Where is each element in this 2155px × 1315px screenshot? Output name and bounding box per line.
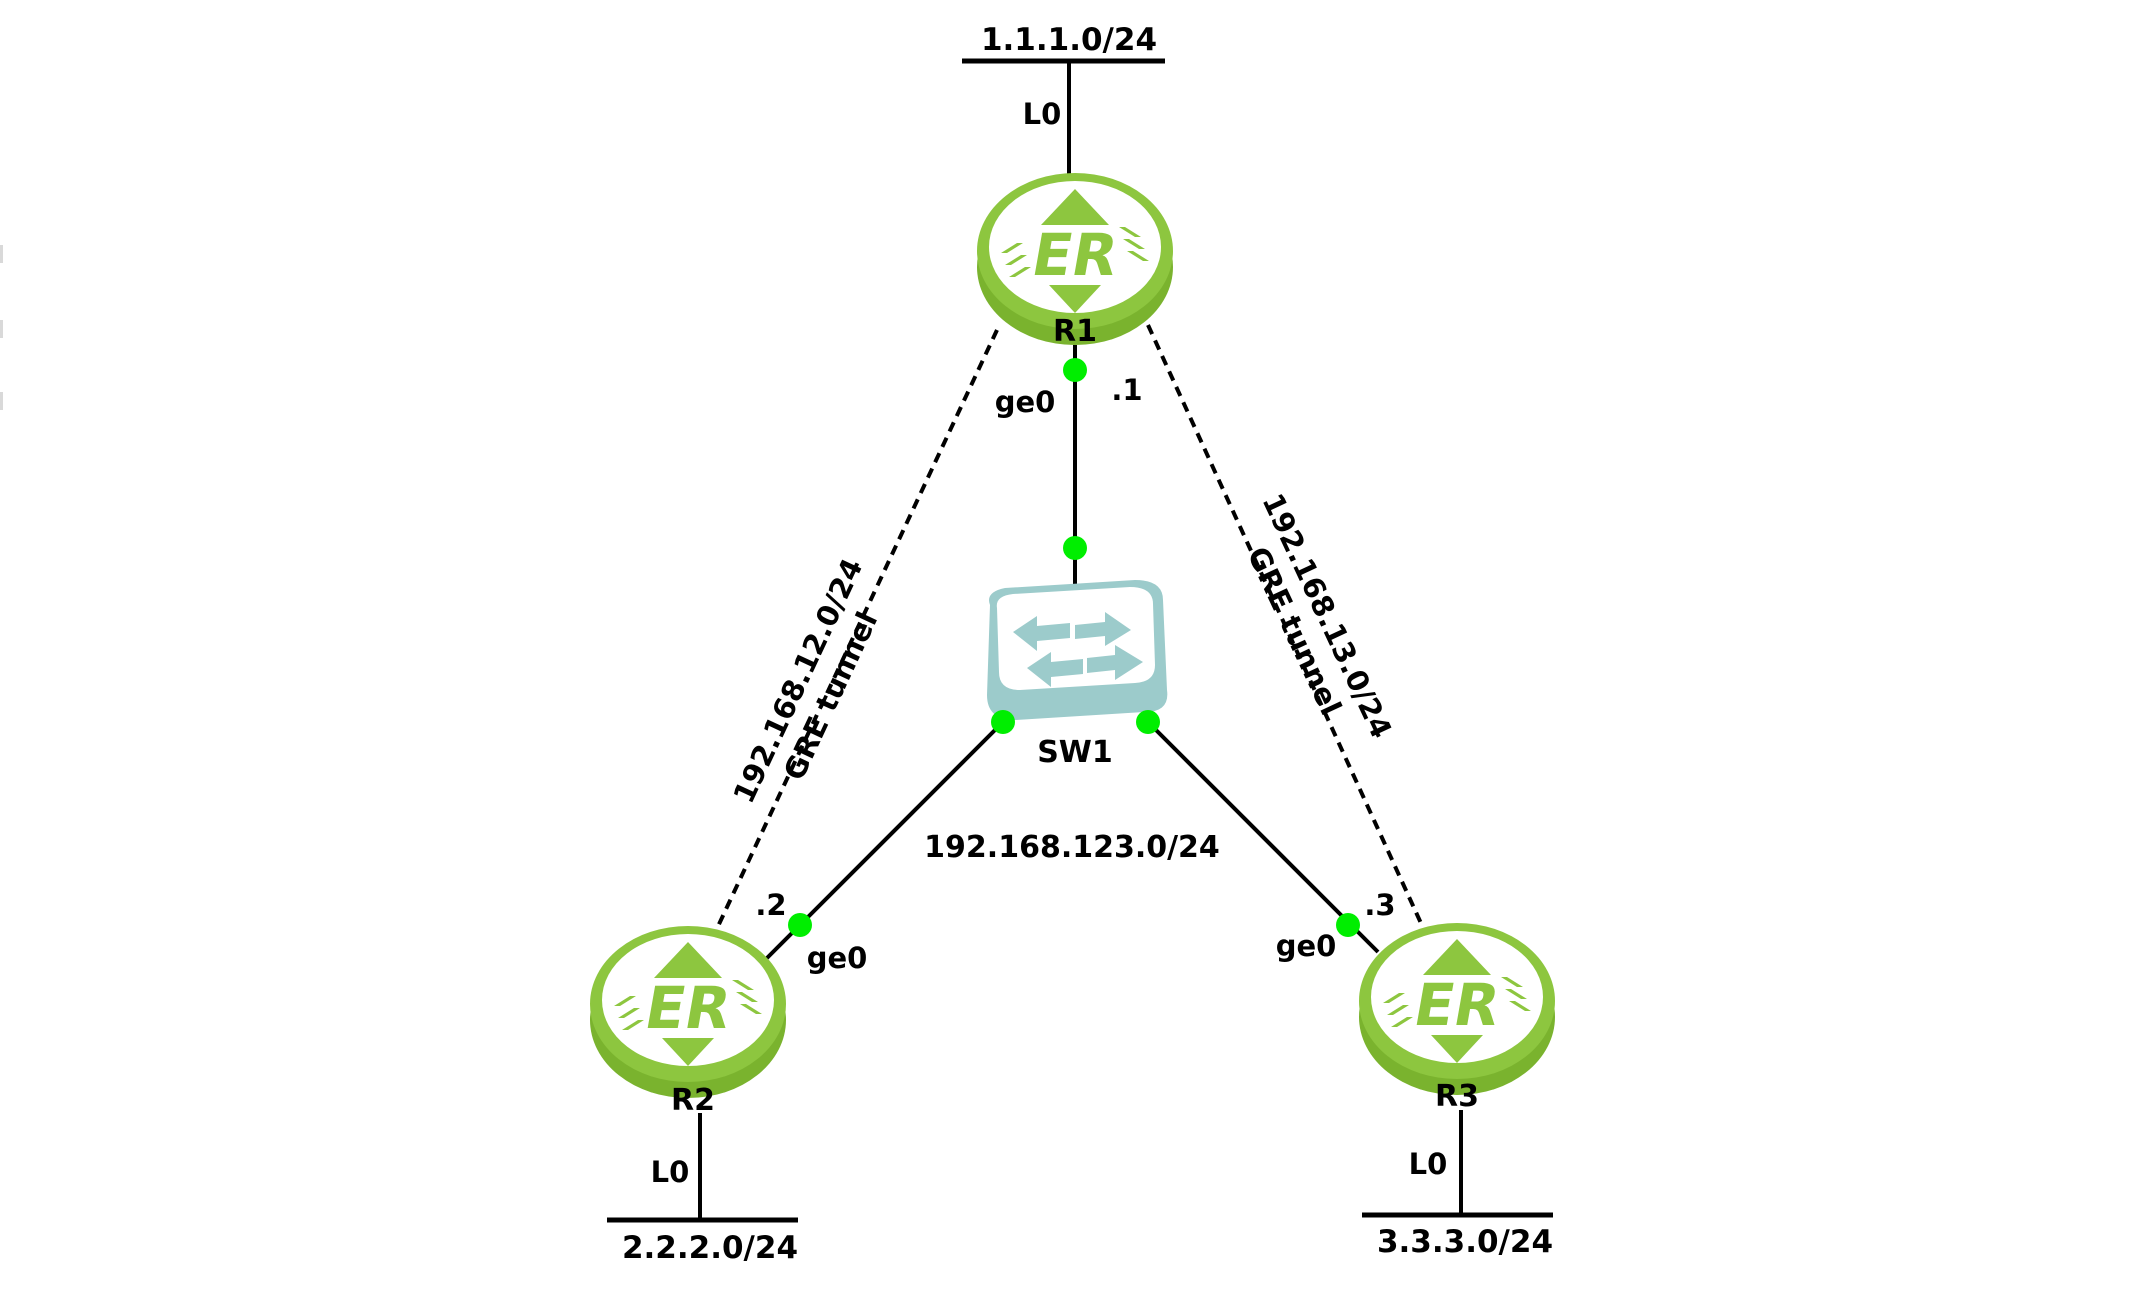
port-r2-ge0[interactable]	[788, 913, 812, 937]
loopback-interface-label-r1: L0	[1023, 97, 1062, 131]
switch-label-sw1: SW1	[1037, 735, 1113, 770]
interface-label-r3: ge0	[1276, 929, 1337, 963]
port-r3-ge0[interactable]	[1336, 913, 1360, 937]
router-r3[interactable]	[1359, 923, 1555, 1095]
gre-tunnel-r1-r3	[1146, 324, 1427, 933]
switch-sw1[interactable]	[987, 580, 1168, 720]
router-label-r3: R3	[1435, 1079, 1479, 1114]
edge-artifact	[0, 392, 3, 410]
router-er-icon	[590, 926, 786, 1098]
host-label-r1: .1	[1111, 373, 1142, 407]
router-label-r2: R2	[671, 1083, 715, 1118]
loopback-interface-label-r3: L0	[1409, 1147, 1448, 1181]
loopback-interface-label-r2: L0	[651, 1155, 690, 1189]
port-r1-ge0[interactable]	[1063, 358, 1087, 382]
port-sw1-r3[interactable]	[1136, 710, 1160, 734]
gre-tunnel-r1-r2	[711, 329, 999, 938]
interface-label-r1: ge0	[995, 385, 1056, 419]
router-r2[interactable]	[590, 926, 786, 1098]
port-sw1-r2[interactable]	[991, 710, 1015, 734]
loopback-network-label-r1: 1.1.1.0/24	[981, 22, 1157, 58]
port-sw1-uplink-r1[interactable]	[1063, 536, 1087, 560]
edge-artifact	[0, 320, 3, 338]
lan-network-label: 192.168.123.0/24	[924, 830, 1220, 865]
router-er-icon	[1359, 923, 1555, 1095]
loopback-network-label-r2: 2.2.2.0/24	[622, 1230, 798, 1266]
edge-artifact	[0, 245, 3, 263]
router-label-r1: R1	[1053, 314, 1097, 349]
loopback-network-label-r3: 3.3.3.0/24	[1377, 1224, 1553, 1260]
host-label-r3: .3	[1364, 888, 1395, 922]
switch-icon	[987, 580, 1168, 720]
host-label-r2: .2	[755, 888, 786, 922]
interface-label-r2: ge0	[807, 941, 868, 975]
link-r3-sw1	[1146, 720, 1380, 954]
